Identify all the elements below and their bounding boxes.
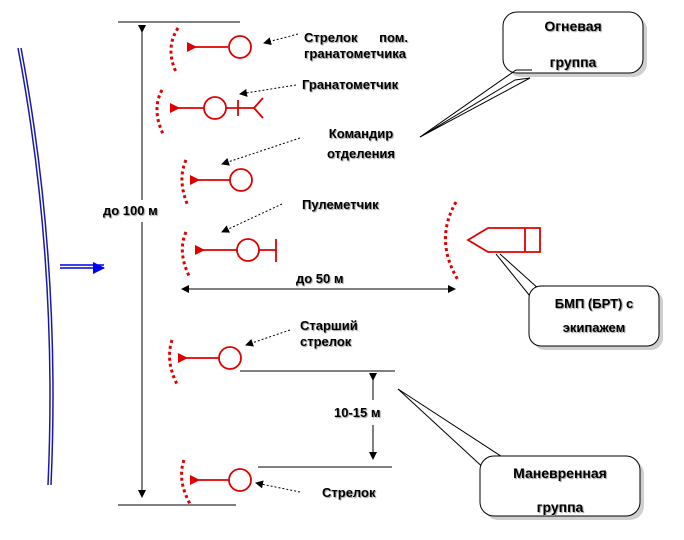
soldier-machine-gunner <box>180 231 277 279</box>
label-interval-10-15m: 10-15 м <box>334 405 381 421</box>
label-squad-commander-line1: Командир <box>328 126 394 141</box>
interval-dimension <box>240 370 395 468</box>
label-assistant-grenadier-shooter-line2: гранатометчика <box>304 46 406 61</box>
label-senior-shooter-line2: стрелок <box>300 334 352 349</box>
label-machine-gunner: Пулеметчик <box>302 197 379 212</box>
label-squad-commander-line2: отделения <box>326 146 396 161</box>
label-senior-shooter: Старший стрелок <box>300 318 358 350</box>
label-assistant-grenadier-shooter-line1: Стрелок пом. <box>304 30 408 45</box>
front-line <box>17 47 54 486</box>
callout-maneuver-group-line1: Маневренная <box>513 465 607 481</box>
callout-maneuver-bubble <box>397 388 644 520</box>
label-shooter: Стрелок <box>322 485 376 500</box>
callout-fire-group-line2: группа <box>549 54 597 70</box>
callout-fire-group: Огневая группа <box>503 12 643 73</box>
callout-fire-group-line1: Огневая <box>544 18 602 34</box>
callout-vehicle-crew-line1: БМП (БРТ) с <box>554 296 634 311</box>
label-assistant-grenadier-shooter: Стрелок пом. гранатометчика <box>304 30 444 62</box>
soldier-grenadier <box>155 89 264 137</box>
callout-vehicle-crew-line2: экипажем <box>562 320 626 335</box>
soldier-senior-shooter <box>168 339 242 387</box>
callout-maneuver-group: Маневренная группа <box>480 456 640 516</box>
label-senior-shooter-line1: Старший <box>300 318 358 333</box>
callout-maneuver-group-line2: группа <box>536 499 584 515</box>
callout-fire-group-bubble <box>419 11 647 138</box>
soldier-assistant-grenadier <box>169 27 252 73</box>
bmp-vehicle-symbol <box>444 201 541 281</box>
label-depth-100m: до 100 м <box>103 203 158 219</box>
callout-vehicle-crew: БМП (БРТ) с экипажем <box>529 292 659 340</box>
advance-arrow <box>60 262 105 274</box>
callout-vehicle-bubble <box>495 253 663 350</box>
label-grenadier: Гранатометчик <box>302 77 399 92</box>
pointer-arrows <box>221 33 301 493</box>
label-width-50m: до 50 м <box>296 271 344 286</box>
soldier-squad-commander <box>180 159 253 207</box>
soldier-shooter <box>180 459 252 505</box>
label-squad-commander: Командир отделения <box>311 124 411 164</box>
